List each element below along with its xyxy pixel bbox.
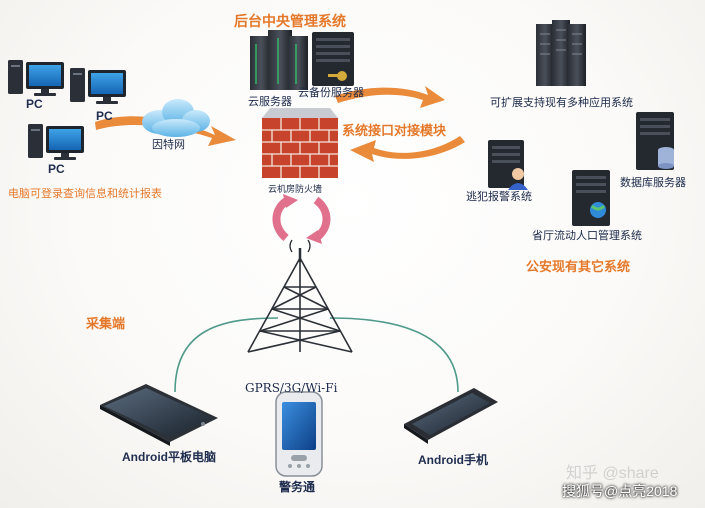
android-phone-icon: [404, 388, 498, 444]
firewall-icon: [262, 108, 338, 178]
android-phone-label: Android手机: [418, 453, 488, 467]
pc-icon: [28, 124, 84, 160]
database-server-icon: [636, 112, 674, 170]
scalable-server-icon: [536, 20, 586, 86]
phone-link-line: [329, 317, 459, 393]
pc-icon: [70, 68, 126, 104]
scalable-label: 可扩展支持现有多种应用系统: [490, 97, 633, 109]
network-label: GPRS/3G/Wi-Fi: [245, 381, 338, 395]
interface-module-title: 系统接口对接模块: [342, 123, 447, 138]
tablet-link-line: [174, 317, 279, 393]
pc-label-3: PC: [48, 162, 65, 176]
population-system-label: 省厅流动人口管理系统: [532, 230, 642, 242]
internet-arrow: [95, 116, 236, 146]
pink-sync-arrows-icon: [272, 194, 331, 244]
pc-icon: [8, 60, 64, 96]
backend-title: 后台中央管理系统: [234, 13, 346, 29]
police-device-icon: [275, 391, 323, 477]
zhihu-watermark: 知乎 @share: [566, 465, 659, 482]
to-systems-arrow: [335, 86, 445, 108]
cloud-icon: [142, 99, 210, 137]
pc-label-2: PC: [96, 109, 113, 123]
backup-server-label: 云备份服务器: [298, 87, 364, 99]
internet-label: 因特网: [152, 139, 185, 151]
android-tablet-icon: [100, 384, 218, 446]
population-system-server-icon: [572, 170, 610, 226]
android-tablet-label: Android平板电脑: [122, 450, 216, 464]
cloud-server-label: 云服务器: [248, 96, 292, 108]
database-server-label: 数据库服务器: [620, 177, 686, 189]
fugitive-alarm-server-icon: [488, 140, 528, 190]
pc-note: 电脑可登录查询信息和统计报表: [8, 188, 162, 200]
from-systems-arrow: [350, 136, 465, 162]
firewall-label: 云机房防火墙: [268, 184, 323, 194]
collect-title: 采集端: [86, 316, 126, 331]
cloud-server-icon: [250, 30, 308, 90]
fugitive-alarm-label: 逃犯报警系统: [466, 191, 532, 203]
backup-server-icon: [312, 32, 354, 86]
cell-tower-icon: [247, 239, 353, 353]
police-systems-title: 公安现有其它系统: [526, 259, 631, 274]
pc-label-1: PC: [26, 97, 43, 111]
sohu-watermark: 搜狐号@点亮2018: [562, 483, 678, 499]
police-device-label: 警务通: [279, 480, 316, 494]
